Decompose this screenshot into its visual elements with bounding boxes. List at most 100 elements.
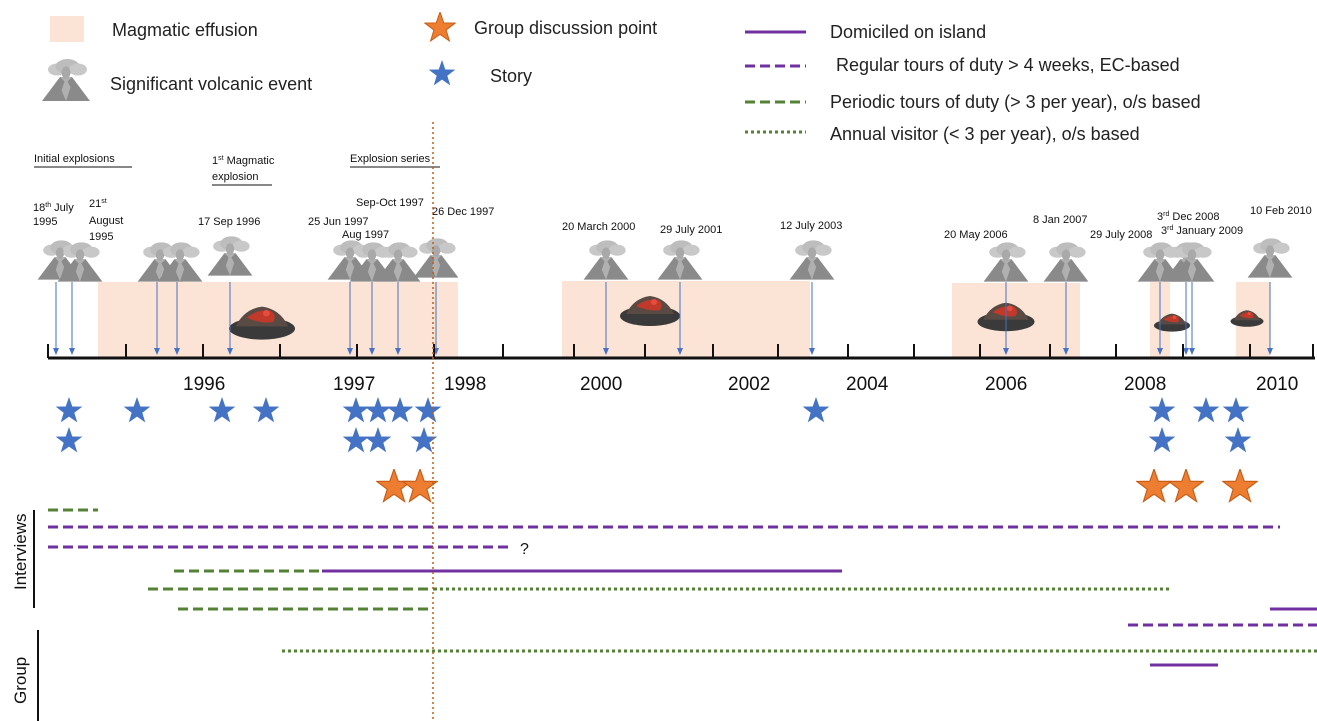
year-label: 1997	[333, 374, 375, 395]
event-label: 18th July	[33, 202, 74, 214]
year-label: 2004	[846, 374, 889, 395]
volcano-icon	[42, 59, 90, 101]
legend-magmatic-effusion: Magmatic effusion	[112, 20, 258, 40]
story-star	[414, 397, 442, 423]
event-arrowhead	[1157, 348, 1163, 355]
event-label: Aug 1997	[342, 229, 389, 241]
legend-story: Story	[490, 66, 532, 86]
story-star	[802, 397, 830, 423]
year-label: 2008	[1124, 374, 1166, 395]
event-arrowhead	[1003, 348, 1009, 355]
phase-label: Initial explosions	[34, 153, 115, 165]
event-arrowhead	[1267, 348, 1273, 355]
event-label: 21st	[89, 198, 107, 210]
group-discussion-star	[1136, 469, 1172, 503]
story-star	[342, 427, 370, 453]
event-label: 29 July 2001	[660, 224, 722, 236]
event-label: 1995	[33, 216, 57, 228]
story-stars	[55, 397, 1258, 503]
event-arrowhead	[174, 348, 180, 355]
event-arrowhead	[154, 348, 160, 355]
event-label: 29 July 2008	[1090, 229, 1152, 241]
question-mark: ?	[520, 541, 529, 558]
event-label: 25 Jun 1997	[308, 216, 369, 228]
volcano-icon	[657, 240, 703, 280]
event-label: 10 Feb 2010	[1250, 205, 1312, 217]
event-label: 20 May 2006	[944, 229, 1008, 241]
event-label: 17 Sep 1996	[198, 216, 260, 228]
phase-label: explosion	[212, 171, 258, 183]
story-star	[364, 397, 392, 423]
event-label: 3rd January 2009	[1161, 225, 1243, 237]
event-label: 12 July 2003	[780, 220, 842, 232]
effusion-band	[562, 281, 810, 358]
event-arrowhead	[69, 348, 75, 355]
volcano-icon	[207, 236, 253, 276]
event-label: 20 March 2000	[562, 221, 635, 233]
year-label: 1998	[444, 374, 486, 395]
event-label: 26 Dec 1997	[432, 206, 494, 218]
story-star	[1148, 397, 1176, 423]
legend-domiciled: Domiciled on island	[830, 22, 986, 42]
timeline-axis: 1996 1997 1998 2000 2002 2004 2006 2008 2010	[47, 344, 1315, 395]
volcano-icon	[983, 242, 1029, 282]
year-label: 2002	[728, 374, 770, 395]
story-star	[1148, 427, 1176, 453]
volcano-icon	[1043, 242, 1089, 282]
event-labels: 18th July 1995 21st August 1995 17 Sep 1…	[33, 197, 1312, 243]
event-arrowhead	[53, 348, 59, 355]
legend-regular-tours: Regular tours of duty > 4 weeks, EC-base…	[836, 55, 1180, 75]
phase-label-part: 1	[212, 155, 218, 167]
story-star	[55, 427, 83, 453]
legend: Magmatic effusion Significant volcanic e…	[42, 12, 1201, 144]
story-star	[252, 397, 280, 423]
story-star	[364, 427, 392, 453]
story-star	[386, 397, 414, 423]
year-label: 2010	[1256, 374, 1298, 395]
blue-star-icon	[428, 60, 456, 86]
story-star	[208, 397, 236, 423]
phase-label: Explosion series	[350, 153, 431, 165]
volcano-icon	[583, 240, 629, 280]
phase-label-part: Magmatic	[224, 155, 275, 167]
event-label: August	[89, 215, 123, 227]
event-label: 1995	[89, 231, 113, 243]
story-star	[1224, 427, 1252, 453]
event-arrowhead	[677, 348, 683, 355]
legend-significant-volcanic-event: Significant volcanic event	[110, 74, 312, 94]
event-arrowhead	[395, 348, 401, 355]
event-arrowhead	[369, 348, 375, 355]
story-star	[55, 397, 83, 423]
interviews-label: Interviews	[11, 513, 30, 590]
phase-label: 1st Magmatic	[212, 155, 275, 167]
legend-group-discussion-point: Group discussion point	[474, 18, 657, 38]
event-arrowhead	[603, 348, 609, 355]
year-label: 2006	[985, 374, 1027, 395]
event-label: Sep-Oct 1997	[356, 197, 424, 209]
event-arrowhead	[1189, 348, 1195, 355]
event-arrowhead	[1183, 348, 1189, 355]
volcano-icon	[789, 240, 835, 280]
event-arrowhead	[347, 348, 353, 355]
year-label: 2000	[580, 374, 622, 395]
legend-periodic-tours: Periodic tours of duty (> 3 per year), o…	[830, 92, 1201, 112]
event-arrowhead	[1063, 348, 1069, 355]
orange-star-icon	[424, 12, 456, 42]
group-discussion-star	[1168, 469, 1204, 503]
group-discussion-star	[1222, 469, 1258, 503]
story-star	[123, 397, 151, 423]
event-arrowhead	[809, 348, 815, 355]
story-star	[342, 397, 370, 423]
participant-lines	[48, 508, 1317, 667]
group-discussion-star	[402, 469, 438, 503]
phase-labels: Initial explosions 1st Magmatic explosio…	[34, 153, 440, 186]
group-discussion-star	[376, 469, 412, 503]
legend-annual-visitor: Annual visitor (< 3 per year), o/s based	[830, 124, 1140, 144]
year-label: 1996	[183, 374, 225, 395]
volcano-events	[37, 236, 1293, 282]
event-arrowhead	[227, 348, 233, 355]
volcano-icon	[413, 238, 459, 278]
event-label: 3rd Dec 2008	[1157, 211, 1220, 223]
magmatic-effusion-swatch	[50, 16, 84, 42]
volcano-icon	[1247, 238, 1293, 278]
